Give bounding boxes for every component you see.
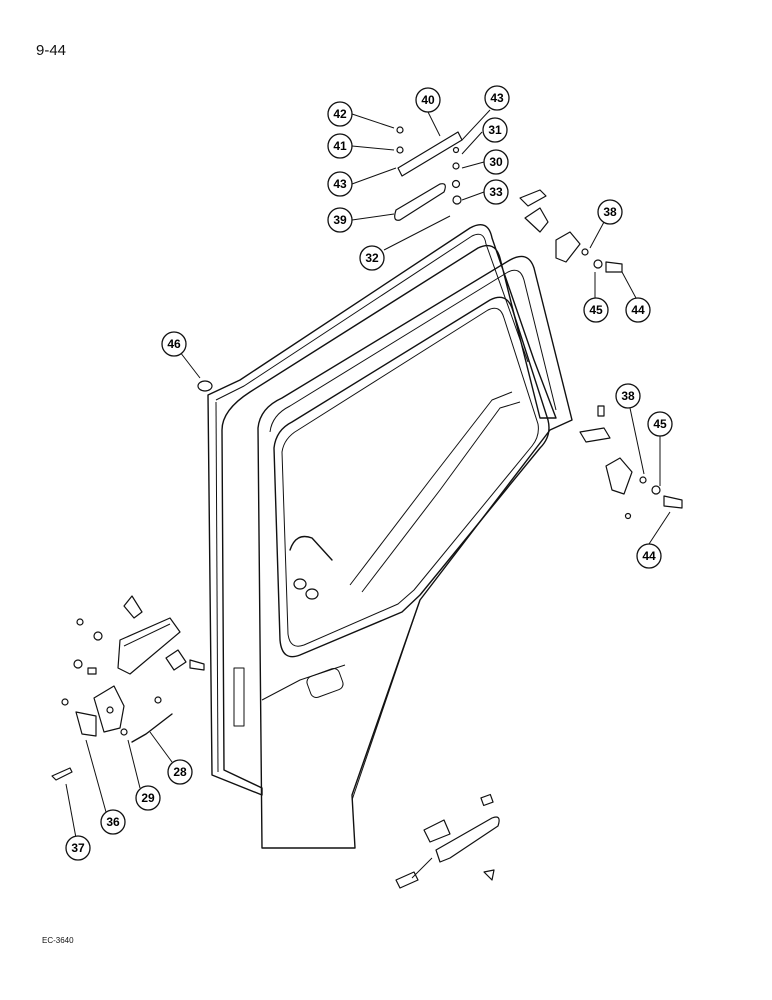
callout-label: 31 <box>488 123 502 137</box>
callout-label: 45 <box>653 417 667 431</box>
callout-45: 45 <box>647 411 673 437</box>
callout-36: 36 <box>100 809 126 835</box>
callout-33: 33 <box>483 179 509 205</box>
upper-hinge <box>519 189 623 273</box>
callout-43: 43 <box>327 171 353 197</box>
callout-43: 43 <box>484 85 510 111</box>
callout-label: 40 <box>421 93 435 107</box>
exterior-handle <box>395 793 500 889</box>
drawing-code: EC-3640 <box>42 936 74 945</box>
callout-32: 32 <box>359 245 385 271</box>
callout-label: 39 <box>333 213 347 227</box>
callout-label: 32 <box>365 251 379 265</box>
callout-label: 45 <box>589 303 603 317</box>
callout-label: 43 <box>490 91 504 105</box>
callout-label: 28 <box>173 765 187 779</box>
callout-40: 40 <box>415 87 441 113</box>
callout-30: 30 <box>483 149 509 175</box>
callout-label: 29 <box>141 791 155 805</box>
door-lock-assembly <box>51 595 205 781</box>
plug-46 <box>197 380 213 392</box>
callout-label: 33 <box>489 185 503 199</box>
callout-45: 45 <box>583 297 609 323</box>
lower-hinge <box>579 405 683 520</box>
callout-44: 44 <box>625 297 651 323</box>
callout-38: 38 <box>615 383 641 409</box>
callout-label: 41 <box>333 139 347 153</box>
gas-strut-assembly <box>394 126 463 221</box>
callout-44: 44 <box>636 543 662 569</box>
callout-28: 28 <box>167 759 193 785</box>
callout-31: 31 <box>482 117 508 143</box>
callout-label: 38 <box>603 205 617 219</box>
callout-38: 38 <box>597 199 623 225</box>
callout-37: 37 <box>65 835 91 861</box>
callout-label: 30 <box>489 155 503 169</box>
callout-label: 42 <box>333 107 347 121</box>
door-seal <box>207 224 557 796</box>
callout-29: 29 <box>135 785 161 811</box>
callout-label: 46 <box>167 337 181 351</box>
callout-42: 42 <box>327 101 353 127</box>
callout-label: 37 <box>71 841 85 855</box>
callout-label: 38 <box>621 389 635 403</box>
callout-41: 41 <box>327 133 353 159</box>
callout-label: 36 <box>106 815 120 829</box>
callout-label: 44 <box>631 303 645 317</box>
callout-label: 44 <box>642 549 656 563</box>
callout-46: 46 <box>161 331 187 357</box>
callout-39: 39 <box>327 207 353 233</box>
leader-lines <box>65 109 671 879</box>
door-panel <box>233 255 573 849</box>
callout-label: 43 <box>333 177 347 191</box>
page-number: 9-44 <box>36 42 67 59</box>
